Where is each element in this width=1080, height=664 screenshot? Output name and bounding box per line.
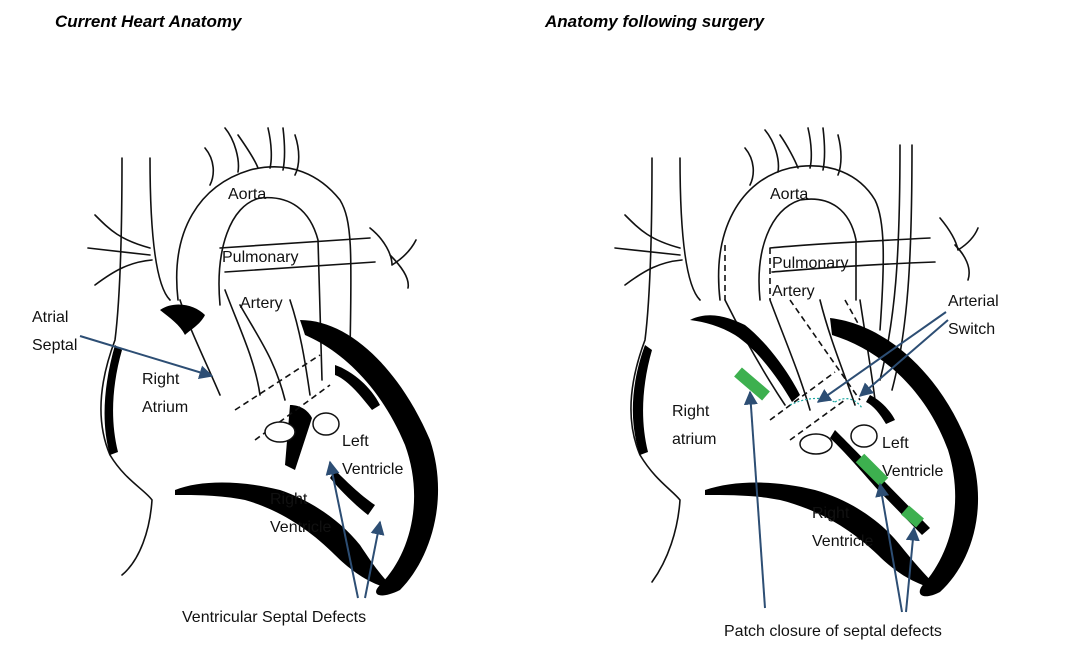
left-panel-title: Current Heart Anatomy xyxy=(55,12,243,31)
left-valve-1 xyxy=(264,421,296,443)
right-vena-cava xyxy=(630,157,681,583)
right-label-ventricle-r: Ventricle xyxy=(812,533,873,550)
left-branch-right xyxy=(369,227,417,289)
left-branch-left xyxy=(87,214,153,286)
left-label-artery: Artery xyxy=(240,295,283,312)
right-label-left: Left xyxy=(882,435,909,452)
right-label-artery: Artery xyxy=(772,283,815,300)
right-pulmonary-band xyxy=(769,237,936,273)
right-panel-title: Anatomy following surgery xyxy=(544,12,766,31)
right-label-aorta: Aorta xyxy=(770,186,808,203)
left-label-atrial: Atrial xyxy=(32,309,68,326)
left-arrow-atrial-septal xyxy=(79,335,214,380)
left-label-left: Left xyxy=(342,433,369,450)
right-aortic-arch xyxy=(717,165,885,331)
right-svc-inner xyxy=(679,157,701,301)
left-rv-wall xyxy=(175,482,395,590)
right-label-ventricle-l: Ventricle xyxy=(882,463,943,480)
right-branch-left xyxy=(614,214,683,286)
left-aortic-arch xyxy=(176,166,352,381)
left-lv-inner xyxy=(335,365,380,410)
right-arrow-patch-vsd-1 xyxy=(875,482,903,613)
left-ra-outer-wall xyxy=(104,345,122,455)
left-label-right-v: Right xyxy=(270,491,308,508)
left-label-aorta: Aorta xyxy=(228,186,266,203)
left-head-vessels xyxy=(204,127,300,186)
left-label-right: Right xyxy=(142,371,180,388)
right-label-atrium: atrium xyxy=(672,431,716,448)
right-valve-2 xyxy=(850,424,878,448)
right-label-arterial: Arterial xyxy=(948,293,999,310)
right-valve-1 xyxy=(799,433,833,455)
right-patch-vsd-2 xyxy=(901,505,924,528)
left-label-vsd: Ventricular Septal Defects xyxy=(182,609,366,626)
right-suture-1 xyxy=(789,397,836,406)
right-arrow-patch-atrial xyxy=(743,390,766,609)
left-great-arteries xyxy=(179,289,311,401)
left-label-septal: Septal xyxy=(32,337,77,354)
right-branch-right xyxy=(939,217,979,281)
left-svc-inner xyxy=(149,157,171,301)
right-patch-atrial xyxy=(734,367,770,401)
right-dashed-septum xyxy=(769,371,846,441)
right-rv-wall xyxy=(705,482,940,590)
right-label-right: Right xyxy=(672,403,710,420)
right-lv-outer-wall xyxy=(830,318,979,597)
left-label-pulmonary: Pulmonary xyxy=(222,249,298,266)
left-vena-cava xyxy=(100,157,153,576)
right-ra-outer-wall xyxy=(632,345,652,455)
right-arrow-switch-2 xyxy=(858,319,949,397)
left-arrow-vsd-2 xyxy=(364,520,385,599)
right-arrow-patch-vsd-2 xyxy=(905,526,920,613)
right-pulmonary-dashed xyxy=(724,245,771,300)
right-label-patch: Patch closure of septal defects xyxy=(724,623,942,640)
right-head-vessels xyxy=(744,127,842,186)
right-label-pulmonary: Pulmonary xyxy=(772,255,848,272)
left-label-ventricle-r: Ventricle xyxy=(270,519,331,536)
right-suture-2 xyxy=(834,398,863,409)
right-lv-inner xyxy=(866,395,895,424)
left-panel: Current Heart Anatomy Aorta Pulmonary xyxy=(32,12,439,626)
left-lv-outer-wall xyxy=(300,320,439,596)
right-arrow-switch-1 xyxy=(816,311,947,403)
left-arrow-vsd-1 xyxy=(325,460,359,599)
left-label-ventricle-l: Ventricle xyxy=(342,461,403,478)
left-septum-lower xyxy=(330,470,375,515)
left-pulmonary-band xyxy=(219,237,376,273)
right-atrial-wall xyxy=(690,315,800,402)
right-panel: Anatomy following surgery xyxy=(544,12,999,640)
right-patch-vsd-1 xyxy=(855,453,889,487)
left-septum-upper xyxy=(285,405,312,470)
right-label-right-v: Right xyxy=(812,505,850,522)
left-atrial-wall xyxy=(160,304,205,335)
left-label-atrium: Atrium xyxy=(142,399,188,416)
left-valve-2 xyxy=(312,412,340,436)
right-great-arteries xyxy=(724,299,876,411)
right-label-switch: Switch xyxy=(948,321,995,338)
